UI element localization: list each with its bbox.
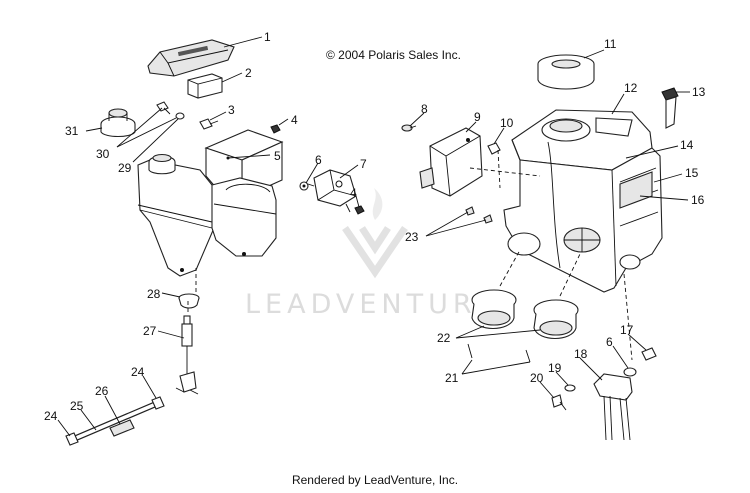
part-level-sender[interactable] bbox=[175, 315, 199, 395]
part-oil-line[interactable] bbox=[65, 396, 165, 446]
part-screws-23[interactable] bbox=[465, 206, 493, 224]
callout-24-left: 24 bbox=[44, 409, 58, 423]
callout-31: 31 bbox=[65, 124, 79, 138]
callout-18: 18 bbox=[574, 347, 588, 361]
callout-26: 26 bbox=[95, 384, 109, 398]
part-support-bracket[interactable] bbox=[593, 373, 633, 441]
leader-lines bbox=[57, 36, 690, 437]
part-filler-cap[interactable] bbox=[100, 108, 136, 138]
callout-14: 14 bbox=[680, 138, 694, 152]
callout-29: 29 bbox=[118, 161, 132, 175]
part-clip[interactable] bbox=[487, 142, 501, 155]
callout-28: 28 bbox=[147, 287, 161, 301]
rendered-by-footer: Rendered by LeadVenture, Inc. bbox=[291, 473, 459, 487]
callout-24-right: 24 bbox=[131, 365, 145, 379]
part-tank-cover[interactable] bbox=[147, 39, 235, 77]
part-block[interactable] bbox=[187, 73, 223, 99]
callout-15: 15 bbox=[685, 166, 699, 180]
callout-23: 23 bbox=[405, 230, 419, 244]
assembly-lines bbox=[187, 149, 633, 361]
callout-1: 1 bbox=[264, 30, 271, 44]
part-screw[interactable] bbox=[199, 118, 219, 130]
part-grommet-28[interactable] bbox=[178, 293, 200, 309]
callout-5: 5 bbox=[274, 149, 281, 163]
callout-20: 20 bbox=[530, 371, 544, 385]
callout-numbers: 1 2 3 4 5 6 7 4 31 30 29 28 27 24 26 25 … bbox=[44, 30, 706, 423]
part-nut-lower[interactable] bbox=[354, 205, 365, 215]
part-screws-21[interactable] bbox=[467, 343, 531, 363]
callout-16: 16 bbox=[691, 193, 705, 207]
callout-7: 7 bbox=[360, 157, 367, 171]
callout-10: 10 bbox=[500, 116, 514, 130]
part-grommet-left[interactable] bbox=[299, 181, 309, 191]
part-washer-bolt[interactable] bbox=[551, 384, 576, 411]
callout-27: 27 bbox=[143, 324, 157, 338]
callout-25: 25 bbox=[70, 399, 84, 413]
part-oil-reservoir[interactable] bbox=[137, 153, 277, 277]
part-latch[interactable] bbox=[661, 87, 679, 129]
callout-13: 13 bbox=[692, 85, 706, 99]
callout-30: 30 bbox=[96, 147, 110, 161]
callout-22: 22 bbox=[437, 331, 451, 345]
part-nut-upper[interactable] bbox=[270, 124, 281, 134]
callout-21: 21 bbox=[445, 371, 459, 385]
callout-3: 3 bbox=[228, 103, 235, 117]
callout-17: 17 bbox=[620, 323, 634, 337]
callout-11: 11 bbox=[604, 37, 617, 51]
part-fuel-pump[interactable] bbox=[307, 169, 357, 213]
part-bolt-17[interactable] bbox=[623, 347, 657, 377]
watermark-logo bbox=[342, 188, 408, 279]
part-foam-ring[interactable] bbox=[537, 54, 595, 90]
callout-6-right: 6 bbox=[606, 335, 613, 349]
part-screw-8[interactable] bbox=[401, 124, 417, 132]
copyright-notice: © 2004 Polaris Sales Inc. bbox=[326, 48, 461, 62]
part-control-module[interactable] bbox=[419, 127, 483, 197]
part-bolt-washer[interactable] bbox=[156, 101, 185, 120]
callout-9: 9 bbox=[474, 110, 481, 124]
callout-8: 8 bbox=[421, 102, 428, 116]
part-airbox[interactable] bbox=[503, 109, 663, 293]
callout-6-left: 6 bbox=[315, 153, 322, 167]
callout-4-upper: 4 bbox=[291, 113, 298, 127]
part-intake-boots[interactable] bbox=[471, 289, 579, 340]
callout-4-lower: 4 bbox=[350, 186, 357, 200]
watermark-text: LEADVENTURE bbox=[245, 289, 499, 320]
callout-19: 19 bbox=[548, 361, 562, 375]
callout-12: 12 bbox=[624, 81, 638, 95]
callout-2: 2 bbox=[245, 66, 252, 80]
